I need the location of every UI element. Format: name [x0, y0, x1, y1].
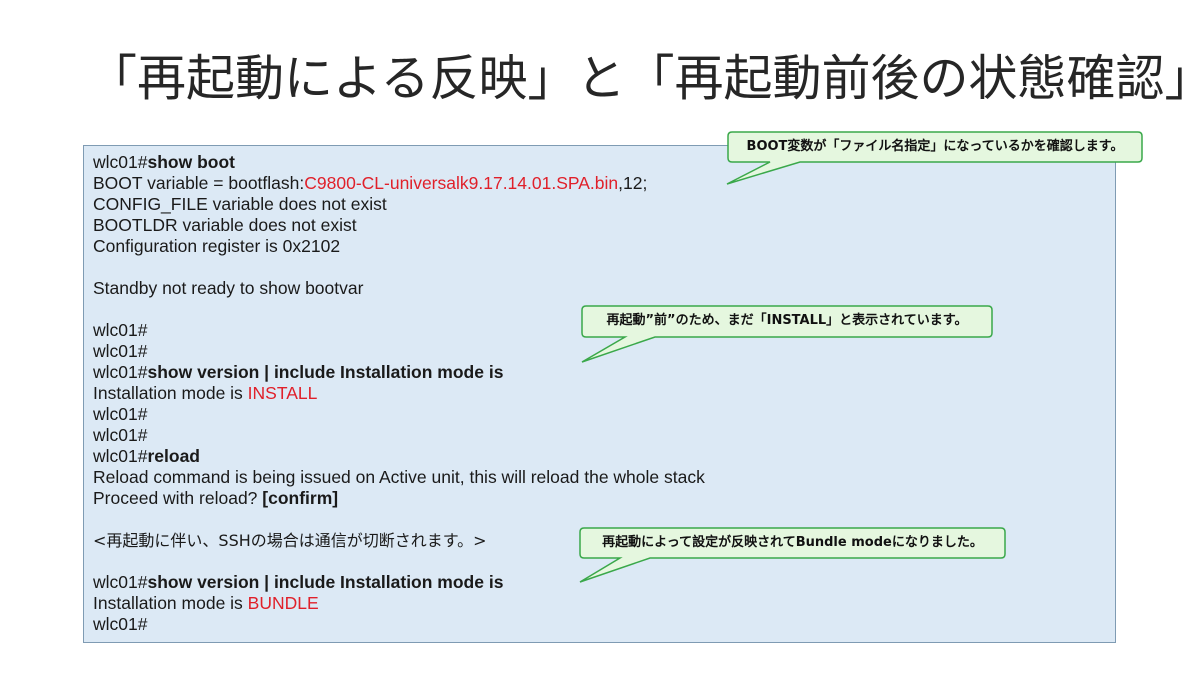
command-text: show boot: [147, 152, 235, 172]
terminal-line: BOOTLDR variable does not exist: [93, 215, 1115, 236]
command-text: reload: [147, 446, 201, 466]
terminal-line: Proceed with reload? [confirm]: [93, 488, 1115, 509]
command-text: show version | include Installation mode…: [147, 572, 504, 592]
output-text: wlc01#: [93, 320, 148, 340]
terminal-line: Configuration register is 0x2102: [93, 236, 1115, 257]
output-text: <再起動に伴い、SSHの場合は通信が切断されます。>: [93, 531, 487, 550]
terminal-line: CONFIG_FILE variable does not exist: [93, 194, 1115, 215]
terminal-line: Reload command is being issued on Active…: [93, 467, 1115, 488]
highlight-text: C9800-CL-universalk9.17.14.01.SPA.bin: [304, 173, 619, 193]
output-text: Standby not ready to show bootvar: [93, 278, 364, 298]
terminal-line: wlc01#: [93, 425, 1115, 446]
callout-1-text: BOOT変数が「ファイル名指定」になっているかを確認します。: [746, 139, 1124, 154]
terminal-line: BOOT variable = bootflash:C9800-CL-unive…: [93, 173, 1115, 194]
terminal-line: Installation mode is INSTALL: [93, 383, 1115, 404]
output-text: wlc01#: [93, 341, 148, 361]
output-text: Installation mode is: [93, 383, 248, 403]
output-text: Installation mode is: [93, 593, 248, 613]
output-text: wlc01#: [93, 446, 148, 466]
terminal-line: wlc01#reload: [93, 446, 1115, 467]
terminal-line: Installation mode is BUNDLE: [93, 593, 1115, 614]
terminal-line: <再起動に伴い、SSHの場合は通信が切断されます。>: [93, 530, 1115, 551]
callout-2-text: 再起動”前”のため、まだ「INSTALL」と表示されています。: [606, 313, 968, 328]
callout-3-text: 再起動によって設定が反映されてBundle modeになりました。: [602, 535, 983, 550]
output-text: wlc01#: [93, 572, 148, 592]
highlight-text: BUNDLE: [247, 593, 319, 613]
command-text: show version | include Installation mode…: [147, 362, 504, 382]
output-text: Proceed with reload?: [93, 488, 263, 508]
terminal-line: wlc01#: [93, 614, 1115, 635]
terminal-line: wlc01#: [93, 404, 1115, 425]
output-text: wlc01#: [93, 152, 148, 172]
output-text: wlc01#: [93, 425, 148, 445]
output-text: wlc01#: [93, 614, 148, 634]
terminal-line: [93, 509, 1115, 530]
terminal-line: [93, 257, 1115, 278]
output-text: ,12;: [618, 173, 648, 193]
highlight-text: INSTALL: [247, 383, 318, 403]
output-text: wlc01#: [93, 362, 148, 382]
output-text: Reload command is being issued on Active…: [93, 467, 705, 487]
output-text: wlc01#: [93, 404, 148, 424]
terminal-line: Standby not ready to show bootvar: [93, 278, 1115, 299]
command-text: [confirm]: [262, 488, 339, 508]
terminal-line: wlc01#: [93, 320, 1115, 341]
output-text: Configuration register is 0x2102: [93, 236, 341, 256]
terminal-line: wlc01#: [93, 341, 1115, 362]
output-text: BOOT variable = bootflash:: [93, 173, 305, 193]
slide-title: 「再起動による反映」と「再起動前後の状態確認」: [88, 50, 1200, 107]
output-text: BOOTLDR variable does not exist: [93, 215, 357, 235]
terminal-line: wlc01#show version | include Installatio…: [93, 362, 1115, 383]
terminal-line: wlc01#show boot: [93, 152, 1115, 173]
output-text: CONFIG_FILE variable does not exist: [93, 194, 387, 214]
terminal-line: wlc01#show version | include Installatio…: [93, 572, 1115, 593]
